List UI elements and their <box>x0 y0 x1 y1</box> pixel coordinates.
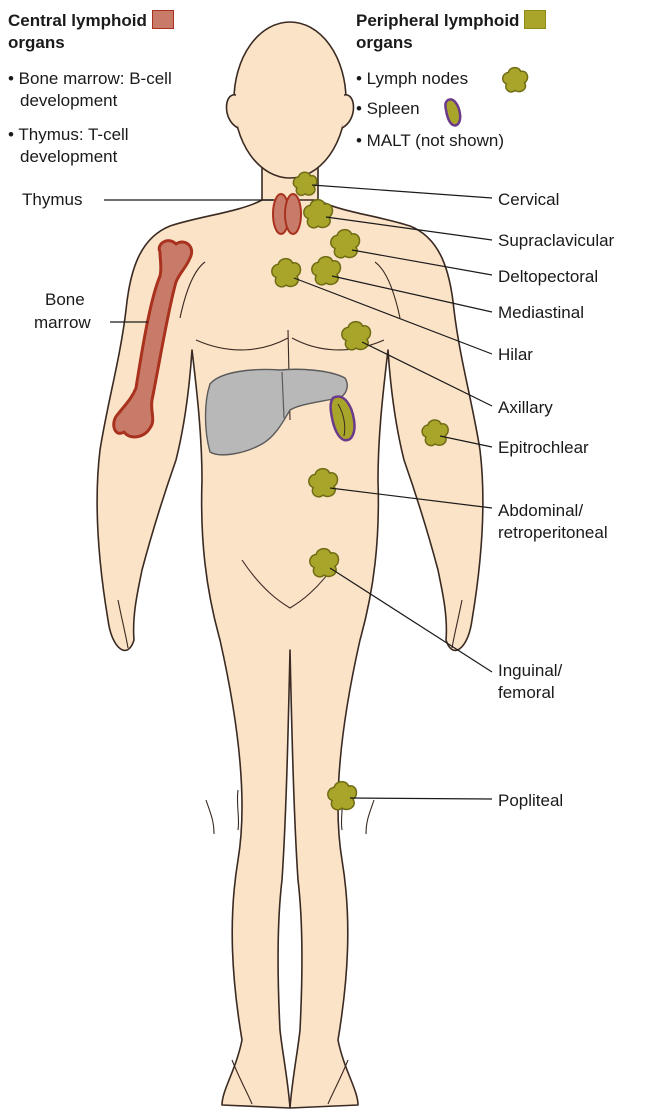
head <box>234 22 346 178</box>
label-abdominal: Abdominal/retroperitoneal <box>498 501 608 542</box>
thymus-organ <box>273 194 301 234</box>
left-ear <box>227 95 239 128</box>
legend-lymph-node-icon <box>503 68 528 92</box>
legend-spleen-icon <box>445 99 460 125</box>
label-popliteal: Popliteal <box>498 791 563 810</box>
label-hilar: Hilar <box>498 345 533 364</box>
label-cervical: Cervical <box>498 190 559 209</box>
bone-marrow-label-line1: Bone <box>45 290 85 309</box>
leader-line-cervical <box>312 185 492 198</box>
bone-marrow-label-line2: marrow <box>34 313 91 332</box>
label-deltopectoral: Deltopectoral <box>498 267 598 286</box>
human-body <box>97 22 483 1108</box>
node-labels: CervicalSupraclavicularDeltopectoralMedi… <box>498 190 615 810</box>
leader-line-popliteal <box>350 798 492 799</box>
legend-icons <box>445 68 527 126</box>
label-mediastinal: Mediastinal <box>498 303 584 322</box>
thymus-label: Thymus <box>22 190 82 209</box>
label-axillary: Axillary <box>498 398 553 417</box>
label-epitrochlear: Epitrochlear <box>498 438 589 457</box>
label-supraclavicular: Supraclavicular <box>498 231 615 250</box>
right-ear <box>342 95 354 128</box>
label-inguinal: Inguinal/femoral <box>498 661 563 702</box>
left-labels: Thymus Bone marrow <box>22 190 91 332</box>
